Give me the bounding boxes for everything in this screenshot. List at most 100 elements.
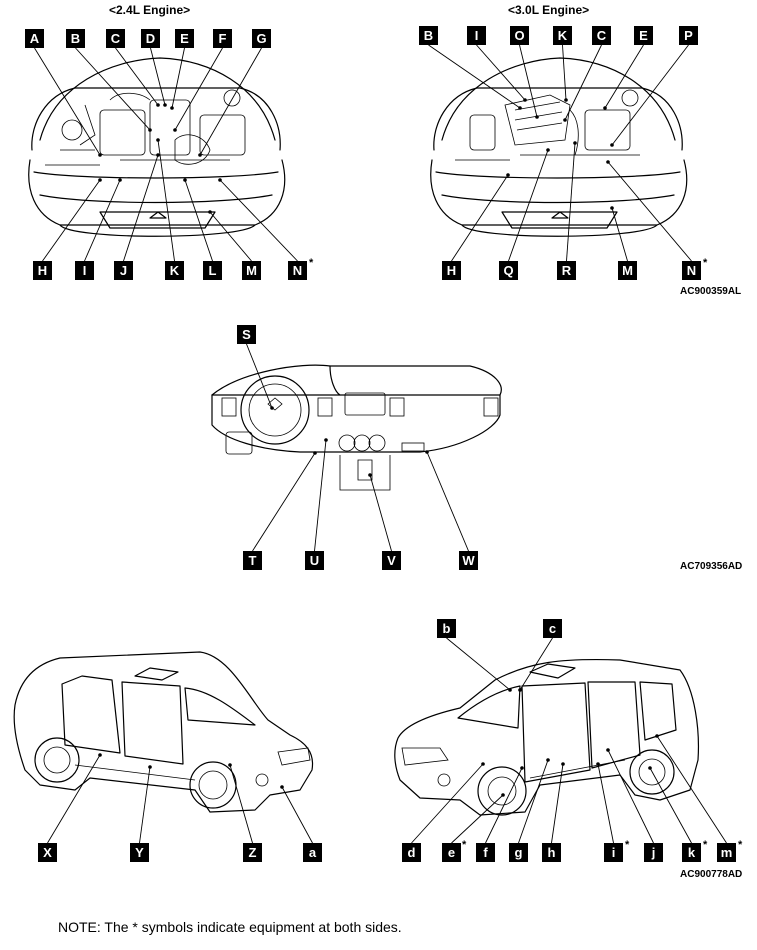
leader-dot bbox=[535, 115, 539, 119]
callout-label: P bbox=[679, 26, 698, 45]
leader-line bbox=[607, 161, 692, 262]
leader-line bbox=[508, 149, 549, 262]
leader-line bbox=[369, 474, 392, 552]
engine-bay-24-drawing bbox=[28, 57, 286, 237]
callout-label: L bbox=[203, 261, 222, 280]
leader-dot bbox=[563, 118, 567, 122]
engine-bay-30-drawing bbox=[430, 57, 688, 237]
leader-dot bbox=[603, 106, 607, 110]
leader-dot bbox=[218, 178, 222, 182]
callout-label: Z bbox=[243, 843, 262, 862]
leader-line bbox=[411, 763, 484, 844]
leader-line bbox=[519, 637, 553, 691]
leader-dot bbox=[508, 688, 512, 692]
leader-dot bbox=[280, 785, 284, 789]
callout-label: M bbox=[618, 261, 637, 280]
leader-dot bbox=[170, 106, 174, 110]
callout-label: H bbox=[442, 261, 461, 280]
callout-label: b bbox=[437, 619, 456, 638]
both-sides-star: * bbox=[703, 839, 708, 851]
callout-label: g bbox=[509, 843, 528, 862]
leader-line bbox=[562, 44, 567, 101]
leader-line bbox=[656, 735, 727, 844]
callout-label: i bbox=[604, 843, 623, 862]
leader-line bbox=[597, 763, 614, 844]
leader-line bbox=[564, 44, 602, 121]
leader-dot bbox=[564, 98, 568, 102]
leader-line bbox=[123, 154, 159, 262]
callout-label: W bbox=[459, 551, 478, 570]
leader-dot bbox=[148, 128, 152, 132]
leader-dot bbox=[156, 103, 160, 107]
callout-label: J bbox=[114, 261, 133, 280]
leader-line bbox=[150, 47, 166, 106]
vehicle-left-drawing bbox=[13, 651, 314, 813]
leader-dot bbox=[324, 438, 328, 442]
leader-line bbox=[611, 44, 689, 146]
leader-line bbox=[611, 207, 628, 262]
leader-line bbox=[209, 211, 252, 262]
leader-dot bbox=[481, 762, 485, 766]
callout-label: Y bbox=[130, 843, 149, 862]
leader-dot bbox=[610, 206, 614, 210]
leader-line bbox=[314, 439, 327, 552]
leader-dot bbox=[183, 178, 187, 182]
leader-line bbox=[281, 786, 313, 844]
leader-line bbox=[139, 766, 151, 844]
leader-dot bbox=[228, 763, 232, 767]
leader-dot bbox=[573, 141, 577, 145]
callout-label: F bbox=[213, 29, 232, 48]
engine-24-caption: <2.4L Engine> bbox=[109, 3, 191, 17]
leader-line bbox=[184, 179, 213, 262]
leader-dot bbox=[208, 210, 212, 214]
callout-label: X bbox=[38, 843, 57, 862]
leader-line bbox=[174, 47, 223, 131]
leader-dot bbox=[98, 153, 102, 157]
callout-label: e bbox=[442, 843, 461, 862]
callout-label: D bbox=[141, 29, 160, 48]
callout-label: A bbox=[25, 29, 44, 48]
callout-label: K bbox=[165, 261, 184, 280]
vehicle-right-drawing bbox=[394, 658, 699, 816]
leader-dot bbox=[425, 450, 429, 454]
callout-label: V bbox=[382, 551, 401, 570]
callout-label: K bbox=[553, 26, 572, 45]
both-sides-star: * bbox=[309, 257, 314, 269]
both-sides-star: * bbox=[625, 839, 630, 851]
leader-line bbox=[157, 139, 175, 262]
leader-dot bbox=[368, 473, 372, 477]
callout-label: a bbox=[303, 843, 322, 862]
leader-line bbox=[446, 637, 511, 691]
callout-label: c bbox=[543, 619, 562, 638]
leader-line bbox=[451, 174, 509, 262]
callout-label: k bbox=[682, 843, 701, 862]
leader-line bbox=[604, 44, 644, 109]
dashboard-drawing bbox=[211, 364, 502, 491]
both-sides-star: * bbox=[703, 257, 708, 269]
leader-dot bbox=[173, 128, 177, 132]
leader-line bbox=[75, 47, 151, 131]
dash-figure-code: AC709356AD bbox=[680, 561, 743, 572]
leader-dot bbox=[561, 762, 565, 766]
callout-label: O bbox=[510, 26, 529, 45]
callout-label: j bbox=[644, 843, 663, 862]
callout-label: m bbox=[717, 843, 736, 862]
callout-label: h bbox=[542, 843, 561, 862]
leader-dot bbox=[156, 153, 160, 157]
leader-dot bbox=[546, 758, 550, 762]
callout-label: C bbox=[106, 29, 125, 48]
callout-label: H bbox=[33, 261, 52, 280]
leader-line bbox=[246, 343, 273, 409]
leader-dot bbox=[520, 766, 524, 770]
leader-line bbox=[451, 794, 504, 844]
leader-line bbox=[649, 767, 692, 844]
body-figure-code: AC900778AD bbox=[680, 869, 743, 880]
leader-line bbox=[171, 47, 185, 109]
engine-figure-code: AC900359AL bbox=[680, 286, 742, 297]
callout-label: U bbox=[305, 551, 324, 570]
leader-dot bbox=[313, 451, 317, 455]
leader-line bbox=[485, 767, 523, 844]
leader-dot bbox=[596, 762, 600, 766]
leader-dot bbox=[606, 748, 610, 752]
